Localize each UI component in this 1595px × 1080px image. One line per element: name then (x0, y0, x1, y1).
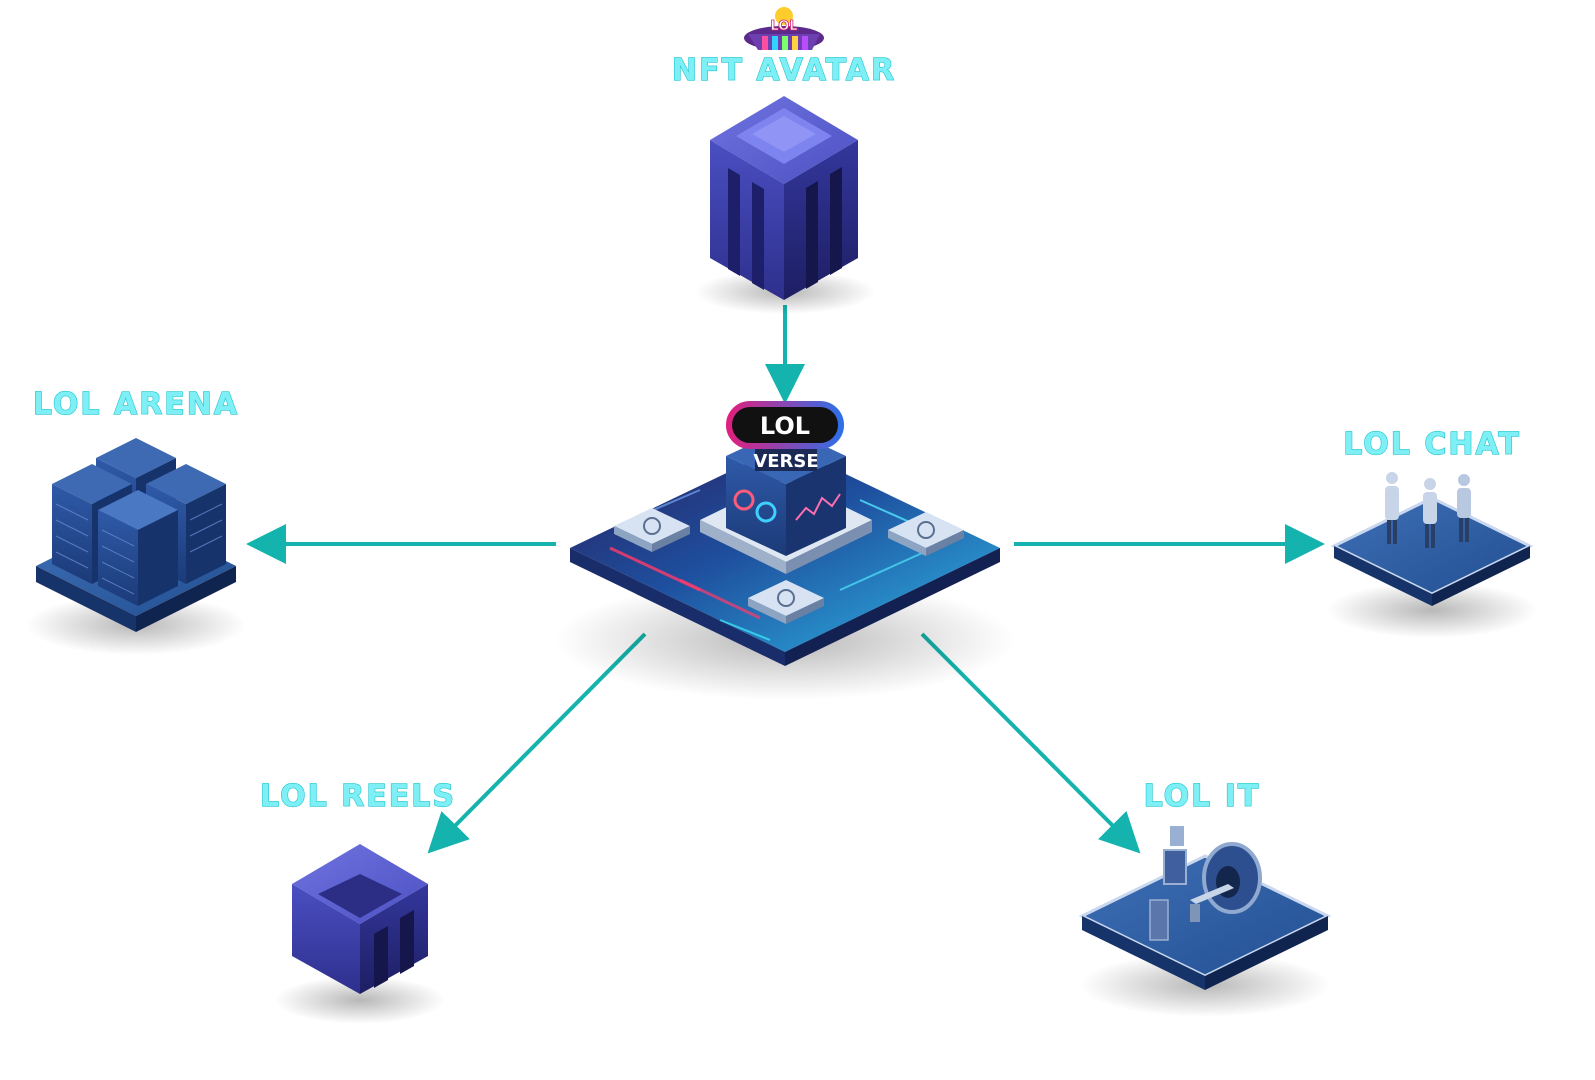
gear-chip-left-icon (614, 508, 690, 552)
person-figure-icon (1423, 478, 1437, 548)
node-lol-reels: LOL REELS (259, 778, 456, 1024)
lol-mini-logo-icon: LOL (744, 7, 824, 50)
node-lolverse: LOL VERSE (555, 401, 1015, 700)
medical-equipment-platform-icon (1078, 826, 1332, 990)
label-lol-arena: LOL ARENA (33, 387, 239, 422)
label-nft-avatar: NFT AVATAR (672, 53, 896, 88)
avatar-block-icon (710, 96, 858, 300)
server-towers-icon (36, 438, 236, 632)
person-figure-icon (1385, 472, 1399, 544)
node-nft-avatar: LOL NFT AVATAR (671, 7, 896, 314)
node-lol-it: LOL IT (1078, 778, 1332, 1017)
people-platform-icon (1330, 472, 1534, 606)
label-lol-it: LOL IT (1144, 779, 1261, 814)
node-lol-arena: LOL ARENA (26, 386, 246, 655)
node-lol-chat: LOL CHAT (1327, 426, 1537, 638)
gear-chip-right-icon (888, 512, 964, 556)
label-lol-chat: LOL CHAT (1343, 427, 1521, 462)
person-figure-icon (1457, 474, 1471, 542)
gear-chip-front-icon (748, 580, 824, 624)
label-lol-reels: LOL REELS (260, 779, 456, 814)
lol-mini-logo-text: LOL (770, 19, 797, 34)
lolverse-badge: LOL VERSE (726, 401, 844, 472)
reels-block-icon (292, 844, 428, 994)
circuit-platform-icon (570, 428, 1000, 666)
badge-sub-text: VERSE (753, 451, 818, 472)
badge-main-text: LOL (760, 412, 810, 440)
